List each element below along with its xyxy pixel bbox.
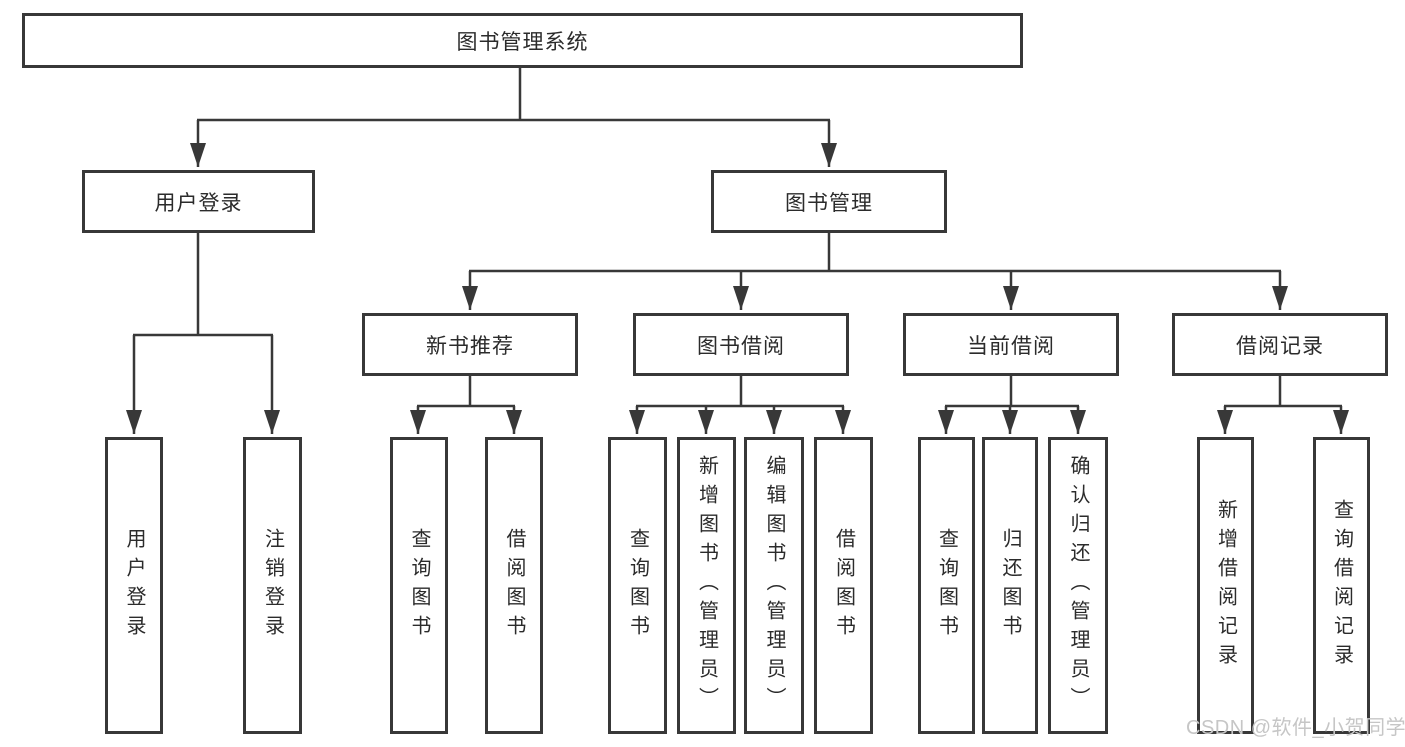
connector-arrows <box>126 120 1349 434</box>
node-label: 编辑图书（管理员） <box>763 455 785 716</box>
connector-rails <box>133 68 1342 408</box>
csdn-watermark: CSDN @软件_小贺同学 <box>1186 717 1405 739</box>
node-label: 查询图书 <box>935 527 958 644</box>
node-label: 新增借阅记录 <box>1214 498 1237 673</box>
node-label: 查询图书 <box>408 527 430 644</box>
node-label: 归还图书 <box>999 527 1021 644</box>
node-label: 新增图书（管理员） <box>695 455 718 716</box>
leaf-newbook-query-books: 查询图书 <box>390 437 448 734</box>
node-book-management: 图书管理 <box>711 170 947 233</box>
leaf-newbook-borrow-books: 借阅图书 <box>485 437 543 734</box>
node-label: 图书管理系统 <box>456 30 589 54</box>
node-label: 查询借阅记录 <box>1330 498 1353 673</box>
leaf-borrowing-add-books-admin: 新增图书（管理员） <box>677 437 736 734</box>
node-label: 注销登录 <box>261 527 284 644</box>
leaf-records-add-record: 新增借阅记录 <box>1197 437 1254 734</box>
leaf-borrowing-borrow-books: 借阅图书 <box>814 437 873 734</box>
node-current-borrowing: 当前借阅 <box>903 313 1119 376</box>
node-label: 查询图书 <box>626 527 649 644</box>
node-user-login: 用户登录 <box>82 170 315 233</box>
node-label: 用户登录 <box>123 527 145 644</box>
leaf-current-return-books: 归还图书 <box>982 437 1038 734</box>
node-label: 借阅图书 <box>832 527 855 644</box>
node-label: 用户登录 <box>154 191 243 215</box>
node-book-borrowing: 图书借阅 <box>633 313 849 376</box>
leaf-current-confirm-return-admin: 确认归还（管理员） <box>1048 437 1108 734</box>
leaf-records-query-record: 查询借阅记录 <box>1313 437 1370 734</box>
node-borrowing-records: 借阅记录 <box>1172 313 1388 376</box>
node-label: 借阅记录 <box>1236 334 1324 358</box>
node-label: 图书借阅 <box>697 334 785 358</box>
leaf-user-login: 用户登录 <box>105 437 163 734</box>
leaf-current-query-books: 查询图书 <box>918 437 975 734</box>
node-label: 图书管理 <box>785 191 873 215</box>
node-new-book-recommend: 新书推荐 <box>362 313 578 376</box>
node-label: 当前借阅 <box>967 334 1055 358</box>
node-label: 新书推荐 <box>426 334 514 358</box>
node-label: 确认归还（管理员） <box>1067 455 1089 716</box>
node-label: 借阅图书 <box>503 527 525 644</box>
leaf-logout-login: 注销登录 <box>243 437 302 734</box>
leaf-borrowing-query-books: 查询图书 <box>608 437 667 734</box>
leaf-borrowing-edit-books-admin: 编辑图书（管理员） <box>744 437 804 734</box>
node-root: 图书管理系统 <box>22 13 1023 68</box>
